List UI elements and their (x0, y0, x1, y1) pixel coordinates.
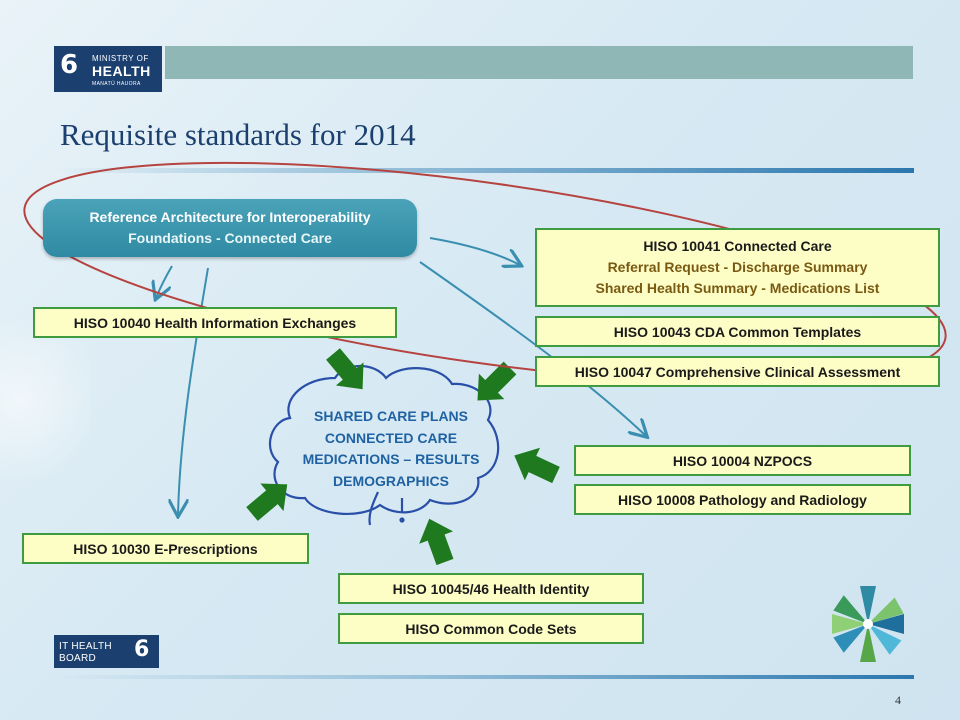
ministry-logo-line2: HEALTH (92, 63, 151, 79)
standard-cda-label: HISO 10043 CDA Common Templates (613, 323, 862, 340)
arrow-to-connected-care (429, 237, 520, 265)
green-arrow-icon (506, 439, 564, 492)
arrow-to-hie (156, 265, 173, 298)
title-underline (54, 168, 914, 173)
standard-connected-care-title: HISO 10041 Connected Care (643, 238, 832, 254)
green-arrow-icon (412, 512, 462, 569)
it-health-board-line2: BOARD (59, 653, 97, 664)
standard-pathology-label: HISO 10008 Pathology and Radiology (618, 491, 867, 508)
it-health-board-logo-icon: 6 (134, 637, 150, 662)
slide-title: Requisite standards for 2014 (60, 117, 416, 152)
standard-connected-care: HISO 10041 Connected Care Referral Reque… (535, 228, 940, 307)
ministry-logo-line1: MINISTRY OF (92, 54, 149, 63)
standard-connected-care-line3: Shared Health Summary - Medications List (595, 280, 880, 296)
reference-architecture-title: Reference Architecture for Interoperabil… (89, 209, 371, 225)
cloud-line1: SHARED CARE PLANS (313, 408, 468, 424)
it-health-board-line1: IT HEALTH (59, 641, 112, 652)
standard-cda: HISO 10043 CDA Common Templates (535, 316, 940, 347)
standard-identity-label: HISO 10045/46 Health Identity (392, 580, 590, 597)
page-number: 4 (895, 693, 901, 707)
standard-eprescriptions: HISO 10030 E-Prescriptions (22, 533, 309, 564)
standard-hie: HISO 10040 Health Information Exchanges (33, 307, 397, 338)
standard-hie-label: HISO 10040 Health Information Exchanges (73, 314, 357, 331)
reference-architecture-box: Reference Architecture for Interoperabil… (43, 199, 417, 257)
standard-assessment: HISO 10047 Comprehensive Clinical Assess… (535, 356, 940, 387)
cloud-line3: MEDICATIONS – RESULTS (302, 451, 480, 467)
ministry-logo-line3: MANATŪ HAUORA (92, 81, 141, 87)
arrow-to-nzpocs (419, 261, 646, 436)
reference-architecture-subtitle: Foundations - Connected Care (128, 230, 332, 246)
footer-rule (54, 675, 914, 679)
standard-nzpocs: HISO 10004 NZPOCS (574, 445, 911, 476)
standard-assessment-label: HISO 10047 Comprehensive Clinical Assess… (574, 363, 901, 380)
green-arrow-icon (464, 355, 523, 414)
green-arrow-icon (319, 342, 377, 401)
shared-care-cloud (268, 365, 500, 516)
cloud-line4: DEMOGRAPHICS (333, 472, 449, 489)
ministry-of-health-logo: 6 MINISTRY OF HEALTH MANATŪ HAUORA (54, 46, 162, 92)
standard-pathology: HISO 10008 Pathology and Radiology (574, 484, 911, 515)
standard-connected-care-line2: Referral Request - Discharge Summary (607, 259, 868, 275)
standard-eprescriptions-label: HISO 10030 E-Prescriptions (73, 540, 258, 557)
star-flower-logo-icon (832, 586, 904, 662)
arrow-to-eprescriptions (178, 267, 209, 515)
cloud-label: SHARED CARE PLANS CONNECTED CARE MEDICAT… (286, 406, 496, 492)
it-health-board-logo: IT HEALTH BOARD 6 (54, 635, 159, 668)
standard-identity: HISO 10045/46 Health Identity (338, 573, 644, 604)
highlight-ellipse (23, 161, 947, 385)
ministry-logo-icon: 6 (60, 50, 79, 80)
cloud-line2: CONNECTED CARE (324, 429, 458, 446)
standard-code-sets: HISO Common Code Sets (338, 613, 644, 644)
standard-nzpocs-label: HISO 10004 NZPOCS (672, 452, 813, 469)
header-bar (165, 46, 913, 79)
standard-code-sets-label: HISO Common Code Sets (405, 620, 577, 637)
